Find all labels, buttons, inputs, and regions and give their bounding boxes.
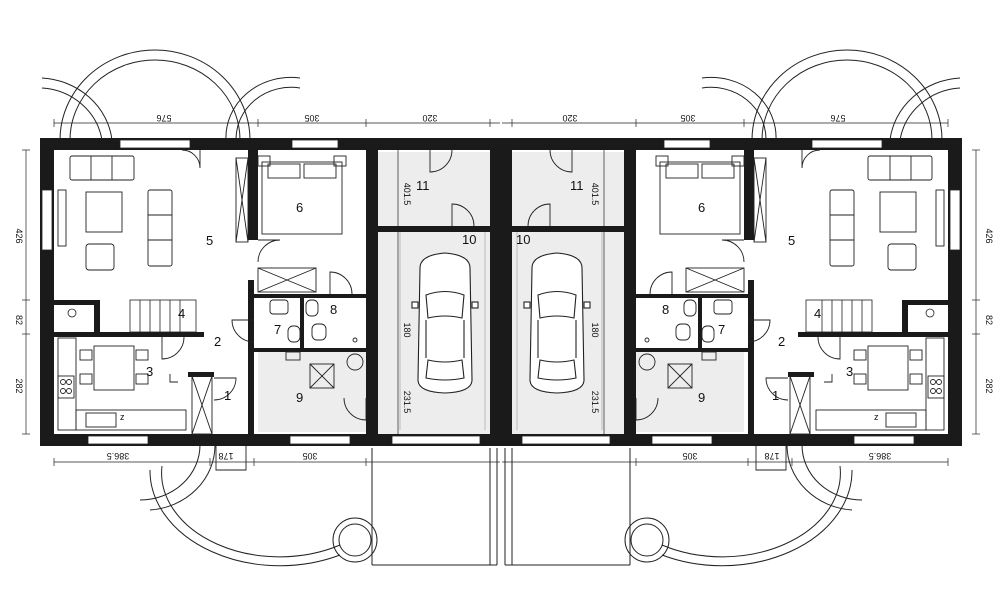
room-labels-right: 1 2 3 4 5 6 7 8 9 10 11 z xyxy=(516,178,879,422)
dim-garage-small-r: 401.5 xyxy=(590,183,600,206)
room-label-2: 2 xyxy=(214,334,221,349)
room-label-9: 9 xyxy=(296,390,303,405)
dim-garage-mid: 180 xyxy=(402,322,412,337)
dim-depth-upper: 426 xyxy=(14,228,24,243)
dimension-labels: 576 305 320 320 305 576 386.5 178 305 30… xyxy=(14,113,994,461)
room-label-5: 5 xyxy=(788,233,795,248)
left-unit xyxy=(21,49,503,567)
room-label-1: 1 xyxy=(772,388,779,403)
dim-garage-right: 320 xyxy=(562,113,577,123)
room-label-5: 5 xyxy=(206,233,213,248)
dim-hall-r: 178 xyxy=(764,451,779,461)
dim-bedroom-r: 305 xyxy=(680,113,695,123)
room-label-10: 10 xyxy=(462,232,476,247)
room-label-6: 6 xyxy=(698,200,705,215)
dim-depth-upper-r: 426 xyxy=(984,228,994,243)
room-label-8: 8 xyxy=(330,302,337,317)
room-label-4: 4 xyxy=(178,306,185,321)
room-label-7: 7 xyxy=(274,322,281,337)
room-label-11: 11 xyxy=(570,178,584,193)
dim-utility-r: 305 xyxy=(682,451,697,461)
dim-depth-mid-r: 82 xyxy=(984,315,994,325)
dim-depth-mid: 82 xyxy=(14,315,24,325)
dim-garage-small: 401.5 xyxy=(402,183,412,206)
dim-utility: 305 xyxy=(302,451,317,461)
dim-depth-lower: 282 xyxy=(14,378,24,393)
room-label-10: 10 xyxy=(516,232,530,247)
stove-mark: z xyxy=(120,412,125,422)
room-label-6: 6 xyxy=(296,200,303,215)
room-label-8: 8 xyxy=(662,302,669,317)
dim-kitchen: 386.5 xyxy=(107,451,130,461)
dim-depth-lower-r: 282 xyxy=(984,378,994,393)
room-label-3: 3 xyxy=(846,364,853,379)
dim-living-r: 576 xyxy=(830,113,845,123)
right-unit xyxy=(499,49,981,567)
room-label-11: 11 xyxy=(416,178,430,193)
room-label-3: 3 xyxy=(146,364,153,379)
dim-garage-lower-r: 231.5 xyxy=(590,391,600,414)
room-label-7: 7 xyxy=(718,322,725,337)
dim-kitchen-r: 386.5 xyxy=(869,451,892,461)
stove-mark: z xyxy=(874,412,879,422)
room-label-9: 9 xyxy=(698,390,705,405)
room-label-4: 4 xyxy=(814,306,821,321)
dim-garage-mid-r: 180 xyxy=(590,322,600,337)
room-label-2: 2 xyxy=(778,334,785,349)
room-labels-left: 1 2 3 4 5 6 7 8 9 10 11 z xyxy=(120,178,476,422)
dim-living: 576 xyxy=(156,113,171,123)
dim-garage-lower: 231.5 xyxy=(402,391,412,414)
dim-hall: 178 xyxy=(218,451,233,461)
dim-bedroom: 305 xyxy=(304,113,319,123)
room-label-1: 1 xyxy=(224,388,231,403)
dim-garage-left: 320 xyxy=(422,113,437,123)
